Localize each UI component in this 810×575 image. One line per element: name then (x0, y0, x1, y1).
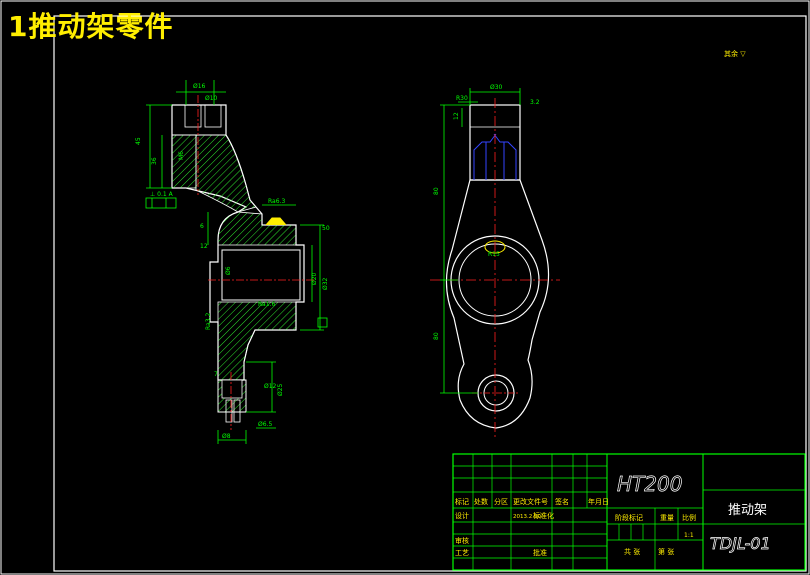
dim-vertical-lower: 80 (433, 332, 440, 340)
approve-label: 批准 (533, 548, 547, 557)
dim-hub-50: 50 (322, 225, 330, 232)
scale-value: 1:1 (684, 532, 694, 539)
top-boss (171, 104, 227, 136)
corner-roughness-note: 其余 ▽ (724, 49, 746, 58)
dim-lower-width: Ø8 (222, 433, 231, 440)
front-dimension-lines (440, 88, 521, 394)
process-label: 工艺 (455, 549, 469, 557)
dim-inner: Ø6 (225, 266, 232, 275)
front-dimension-text: Ø30 R30 3.2 80 80 12 R15 (433, 84, 540, 340)
lower-boss-slot (225, 399, 233, 423)
dim-offset-6: 6 (200, 223, 204, 230)
section-hatch-top (171, 134, 197, 189)
dim-roughness-stem: 3.2 (530, 99, 540, 106)
dim-height-45: 45 (135, 137, 142, 145)
design-label: 设计 (455, 511, 469, 520)
dim-small-7: 7 (214, 371, 218, 378)
oil-boss (484, 240, 506, 254)
dim-hub-bore: Ø20 (311, 272, 318, 285)
stage-mark-label: 阶段标记 (615, 513, 643, 522)
dim-vertical-upper: 80 (433, 187, 440, 195)
section-view: Ø16 Ø10 45 36 M6 ⊥ 0.1 A Ra6.3 Ø32 Ø20 R… (135, 80, 330, 444)
header-change-doc: 更改文件号 (513, 497, 548, 506)
dim-top-diameter: Ø16 (193, 83, 206, 90)
dim-thread: M6 (178, 151, 185, 160)
section-hatch-hub-top (217, 211, 297, 246)
header-date: 年月日 (588, 497, 609, 506)
section-hatch-hub-bottom (217, 301, 297, 381)
dim-height-36: 36 (151, 157, 158, 165)
page-heading: 1推动架零件 (8, 10, 174, 43)
dim-eye-radius: R15 (488, 251, 500, 258)
header-zone: 分区 (494, 497, 508, 506)
section-dimension-text: Ø16 Ø10 45 36 M6 ⊥ 0.1 A Ra6.3 Ø32 Ø20 R… (135, 83, 330, 440)
header-signature: 签名 (555, 497, 569, 506)
scale-label: 比例 (682, 513, 696, 522)
dim-stem-radius: R30 (456, 95, 468, 102)
design-date: 2013.2.20 (513, 514, 541, 520)
sheets-total: 共 张 (624, 547, 640, 556)
top-boss-slot-2 (204, 104, 222, 128)
dim-top-bore: Ø10 (205, 95, 218, 102)
section-dimension-lines (145, 80, 328, 444)
front-view: Ø30 R30 3.2 80 80 12 R15 (430, 84, 560, 438)
part-name-text: 推动架 (728, 503, 767, 518)
lower-boss-slot-2 (233, 399, 241, 423)
dim-hub-diameter: Ø32 (322, 277, 329, 290)
oil-hole (265, 217, 287, 226)
header-mark: 标记 (455, 497, 469, 506)
dim-roughness-side: Ra3.2 (205, 313, 212, 330)
hub-bore (221, 249, 301, 301)
inner-frame (53, 15, 807, 572)
dim-offset-12: 12 (200, 243, 208, 250)
standardize-label: 标准化 (533, 511, 554, 520)
lower-boss-bore (221, 379, 243, 399)
material-text: HT200 (617, 472, 682, 496)
section-hatch-arm (195, 134, 257, 213)
dim-lower-bore: Ø12 (264, 383, 277, 390)
title-header-row: 标记 处数 分区 更改文件号 签名 年月日 设计 2013.2.20 标准化 审… (455, 497, 696, 557)
dim-lower-small: Ø6.5 (258, 421, 272, 428)
dim-lower-diameter: Ø25 (277, 383, 284, 396)
dim-stem-width: Ø30 (490, 84, 503, 91)
dim-roughness-bore: Ra1.6 (258, 301, 275, 308)
title-block: 标记 处数 分区 更改文件号 签名 年月日 设计 2013.2.20 标准化 审… (452, 453, 806, 571)
dim-perpendicularity: ⊥ 0.1 A (150, 191, 174, 198)
review-label: 审核 (455, 536, 469, 545)
weight-label: 重量 (660, 514, 674, 522)
dim-roughness-top: Ra6.3 (268, 198, 285, 205)
dim-stem-12: 12 (453, 112, 460, 120)
sheet-number: 第 张 (658, 547, 674, 556)
thread-lines (473, 133, 517, 180)
drawing-number-text: TDJL-01 (710, 534, 771, 553)
header-count: 处数 (474, 497, 488, 506)
lever-outline (445, 179, 550, 429)
top-boss-slot (184, 104, 202, 128)
